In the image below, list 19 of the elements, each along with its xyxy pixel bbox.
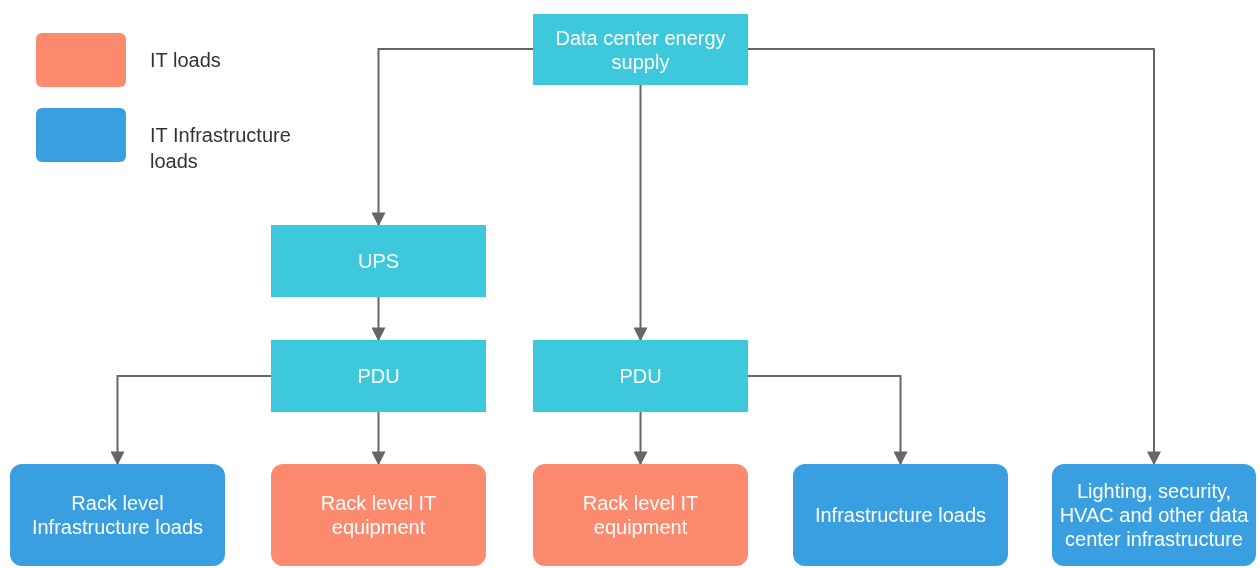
arrow [747,375,908,466]
load-box: Rack level Infrastructure loads [10,464,225,566]
arrow [747,48,1161,466]
load-box: Infrastructure loads [793,464,1008,566]
load-box: Rack level IT equipment [271,464,486,566]
arrow [110,375,272,466]
load-box: Lighting, security, HVAC and other data center infrastructure [1052,464,1256,566]
legend-label: IT loads [150,48,222,73]
process-box: Data center energy supply [533,14,748,85]
legend-label: IT Infrastructure loads [150,123,292,174]
arrow [633,84,648,342]
process-box: PDU [271,340,486,412]
process-box: PDU [533,340,748,412]
arrow [371,296,386,342]
arrow [633,411,648,466]
process-box: UPS [271,225,486,297]
load-box: Rack level IT equipment [533,464,748,566]
arrow [371,411,386,466]
arrow [371,48,534,227]
